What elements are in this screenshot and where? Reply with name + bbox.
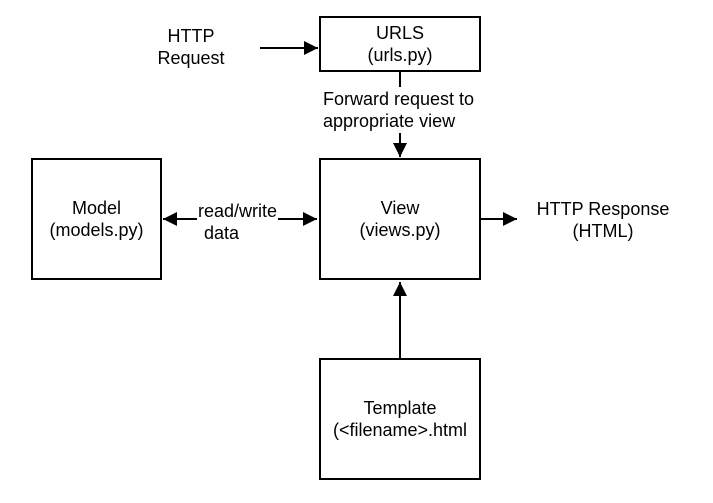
urls-node-subtitle: (urls.py)	[367, 45, 433, 65]
model-node: Model (models.py)	[31, 158, 162, 280]
view-node-title: View	[380, 198, 420, 218]
urls-node-title: URLS	[375, 23, 424, 43]
model-node-title: Model	[71, 198, 122, 218]
http-response-label-line1: HTTP Response	[536, 199, 670, 219]
forward-request-label-line1: Forward request to	[323, 89, 475, 109]
http-response-label-line2: (HTML)	[572, 221, 634, 241]
forward-request-label: Forward request to appropriate view	[321, 87, 477, 133]
http-request-label-line1: HTTP	[167, 26, 215, 46]
model-node-subtitle: (models.py)	[49, 220, 144, 240]
forward-request-label-line2: appropriate view	[323, 111, 456, 131]
http-request-label-line2: Request	[157, 48, 225, 68]
template-node-title: Template	[363, 398, 437, 418]
template-node: Template (<filename>.html	[319, 358, 481, 480]
read-write-label-line2: data	[204, 223, 240, 243]
template-node-subtitle: (<filename>.html	[332, 420, 468, 440]
read-write-label-line1: read/write	[198, 201, 278, 221]
http-request-label: HTTP Request	[148, 25, 234, 69]
read-write-label: read/write data	[197, 198, 279, 246]
view-node-subtitle: (views.py)	[359, 220, 441, 240]
http-response-label: HTTP Response (HTML)	[533, 198, 673, 242]
urls-node: URLS (urls.py)	[319, 16, 481, 72]
view-node: View (views.py)	[319, 158, 481, 280]
